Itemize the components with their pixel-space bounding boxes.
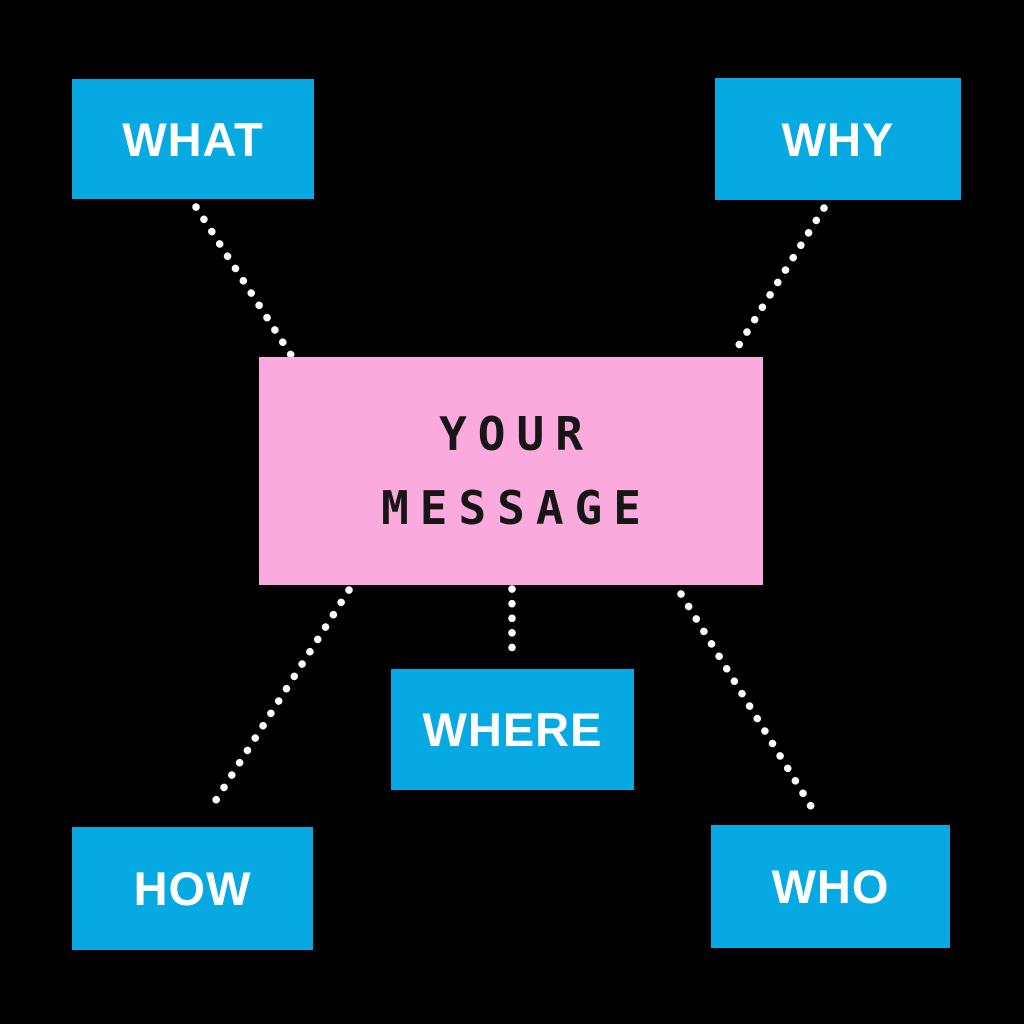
- node-why-label: WHY: [781, 112, 895, 166]
- connector-what-to-center: [192, 203, 295, 359]
- node-how[interactable]: HOW: [72, 827, 313, 950]
- node-where[interactable]: WHERE: [391, 669, 634, 790]
- node-how-label: HOW: [133, 862, 252, 915]
- node-where-label: WHERE: [422, 703, 603, 756]
- node-what-label: WHAT: [122, 112, 264, 166]
- center-label-line2: MESSAGE: [381, 481, 652, 535]
- node-why[interactable]: WHY: [715, 78, 961, 200]
- node-what[interactable]: WHAT: [72, 79, 314, 199]
- connector-why-to-center: [730, 204, 828, 357]
- connector-center-to-who: [677, 590, 816, 812]
- node-who-label: WHO: [771, 860, 890, 913]
- node-your-message[interactable]: YOUR MESSAGE: [259, 357, 763, 585]
- node-who[interactable]: WHO: [711, 825, 950, 948]
- center-label-line1: YOUR: [439, 407, 594, 461]
- connector-center-to-how: [212, 586, 353, 804]
